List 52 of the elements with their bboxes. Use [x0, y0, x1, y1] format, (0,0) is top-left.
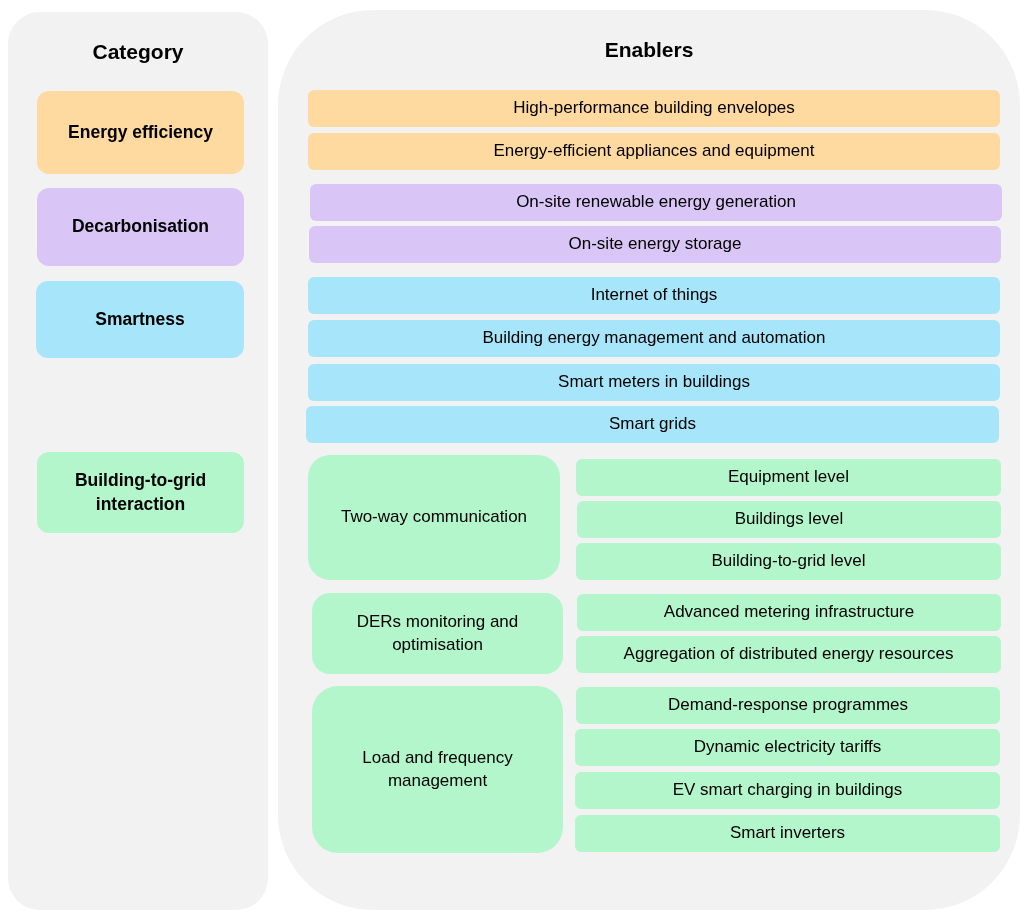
- category-box: [36, 281, 244, 358]
- enabler-box: [576, 636, 1001, 673]
- category-box: [37, 188, 244, 266]
- box-label: High-performance building envelopes: [512, 97, 796, 120]
- box-label: Energy-efficient appliances and equipment: [492, 140, 816, 163]
- box-label: Two-way communication: [339, 506, 529, 529]
- box-label: EV smart charging in buildings: [671, 779, 904, 802]
- box-label: Buildings level: [733, 508, 845, 531]
- box-label: On-site energy storage: [567, 233, 743, 256]
- box-label: Decarbonisation: [70, 215, 211, 239]
- enabler-box: [576, 687, 1000, 724]
- box-label: Equipment level: [727, 466, 850, 489]
- enabler-box: [575, 729, 1000, 766]
- box-label: Building-to-grid level: [710, 550, 867, 573]
- column-panel: [8, 12, 268, 910]
- box-label: Energy efficiency: [67, 120, 214, 144]
- column-heading: Category: [92, 40, 184, 64]
- box-label: On-site renewable energy generation: [515, 191, 797, 214]
- enabler-box: [306, 406, 999, 443]
- enabler-box: [310, 184, 1002, 221]
- enabler-box: [308, 277, 1000, 314]
- box-label: Building-to-grid interaction: [73, 468, 208, 516]
- box-label: Smart inverters: [728, 822, 847, 845]
- column-panel: [278, 10, 1020, 910]
- enabler-box: [576, 543, 1001, 580]
- enabler-box: [308, 320, 1000, 357]
- enabler-box: [577, 594, 1001, 631]
- box-label: Smart meters in buildings: [557, 371, 751, 394]
- enabler-box: [575, 772, 1000, 809]
- box-label: Demand-response programmes: [667, 694, 909, 717]
- enabler-box: [308, 364, 1000, 401]
- enabler-box: [308, 90, 1000, 127]
- box-label: Load and frequency management: [361, 746, 514, 792]
- category-box: [37, 452, 244, 533]
- enabler-box: [577, 501, 1001, 538]
- column-heading: Enablers: [604, 38, 694, 62]
- enabler-box: [312, 593, 563, 674]
- enabler-box: [309, 226, 1001, 263]
- enabler-box: [575, 815, 1000, 852]
- box-label: Building energy management and automation: [481, 327, 827, 350]
- box-label: Internet of things: [589, 284, 719, 307]
- enabler-box: [576, 459, 1001, 496]
- box-label: Aggregation of distributed energy resources: [622, 643, 955, 666]
- enabler-box: [308, 133, 1000, 170]
- category-box: [37, 91, 244, 174]
- enabler-box: [308, 455, 560, 580]
- box-label: Dynamic electricity tariffs: [692, 736, 883, 759]
- box-label: DERs monitoring and optimisation: [355, 610, 520, 656]
- box-label: Smart grids: [608, 413, 697, 436]
- box-label: Smartness: [94, 307, 186, 331]
- enabler-box: [312, 686, 563, 853]
- box-label: Advanced metering infrastructure: [662, 601, 916, 624]
